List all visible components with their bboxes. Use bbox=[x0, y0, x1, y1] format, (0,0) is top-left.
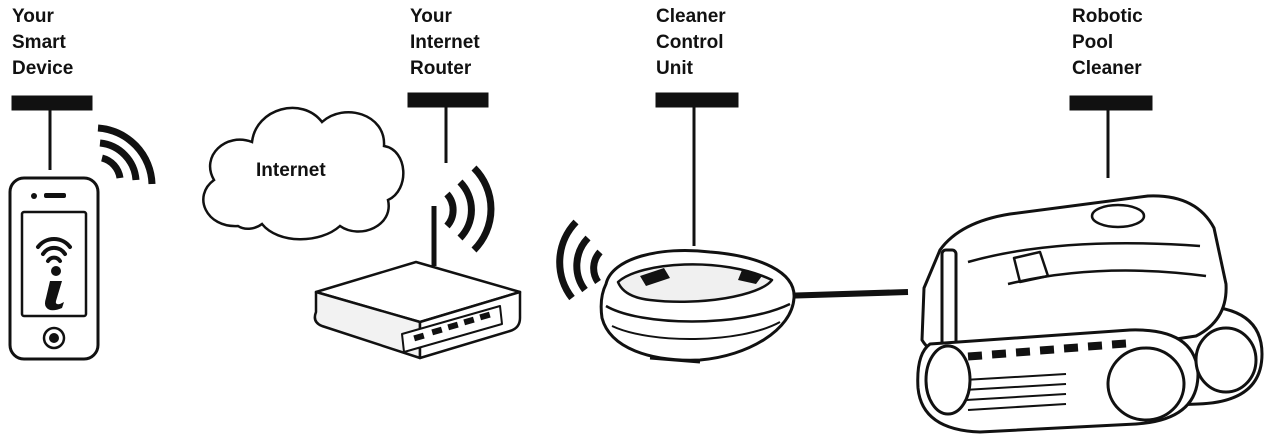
pool-cleaner-label-line-1: Robotic bbox=[1072, 6, 1143, 27]
control-unit-label-bar bbox=[655, 92, 739, 108]
router-icon bbox=[313, 206, 522, 360]
router-label: Your Internet Router bbox=[410, 4, 480, 82]
pool-cleaner-label-line-3: Cleaner bbox=[1072, 58, 1142, 79]
control-unit-label-line-2: Control bbox=[656, 32, 724, 53]
robotic-pool-cleaner-icon bbox=[916, 194, 1264, 434]
smart-device-label-bar bbox=[11, 95, 93, 111]
control-unit-wifi-waves-icon bbox=[556, 219, 603, 301]
smart-device-label-line-2: Smart bbox=[12, 32, 66, 53]
cloud-icon bbox=[202, 106, 405, 241]
pool-cleaner-label-bar bbox=[1069, 95, 1153, 111]
phone-wifi-waves-icon bbox=[97, 124, 156, 185]
control-unit-label: Cleaner Control Unit bbox=[656, 4, 726, 82]
router-label-bar bbox=[407, 92, 489, 108]
control-unit-label-line-1: Cleaner bbox=[656, 6, 726, 27]
pool-cleaner-label: Robotic Pool Cleaner bbox=[1072, 4, 1143, 82]
smart-device-label-line-1: Your bbox=[12, 6, 54, 27]
pool-cleaner-label-line-2: Pool bbox=[1072, 32, 1114, 53]
smart-device-label-line-3: Device bbox=[12, 58, 74, 79]
control-unit-icon bbox=[599, 248, 909, 364]
router-wifi-waves-icon bbox=[444, 165, 495, 253]
smart-device-label: Your Smart Device bbox=[12, 4, 73, 82]
router-label-line-2: Internet bbox=[410, 32, 480, 53]
router-label-line-1: Your bbox=[410, 6, 452, 27]
control-unit-label-line-3: Unit bbox=[656, 58, 693, 79]
router-label-line-3: Router bbox=[410, 58, 472, 79]
internet-cloud-label: Internet bbox=[256, 160, 326, 181]
smartphone-icon bbox=[8, 176, 100, 361]
label-leaders bbox=[11, 92, 1153, 246]
